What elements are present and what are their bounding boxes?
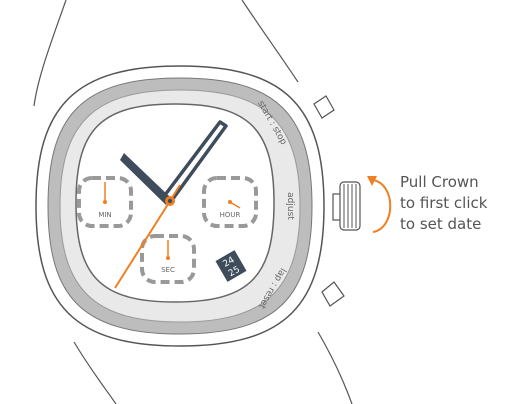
bottom-pusher bbox=[321, 281, 345, 307]
min-subdial-label: MIN bbox=[98, 211, 111, 219]
instruction-line-2: to first click bbox=[400, 194, 488, 212]
second-hand bbox=[114, 200, 171, 289]
watch-dial bbox=[75, 103, 275, 303]
date-window-bottom-number: 25 bbox=[227, 265, 242, 279]
hour-hand bbox=[120, 153, 170, 205]
instruction-line-3: to set date bbox=[400, 215, 482, 233]
center-pin-cap bbox=[167, 198, 173, 204]
date-window: 24 25 bbox=[215, 250, 247, 282]
instruction-line-1: Pull Crown bbox=[400, 173, 479, 191]
crown-icon bbox=[332, 181, 361, 231]
hour-subdial: HOUR bbox=[202, 176, 258, 228]
strap-top-left-line bbox=[33, 0, 67, 107]
sec-subdial: SEC bbox=[140, 234, 196, 284]
pull-crown-instruction: Pull Crown to first click to set date bbox=[400, 172, 506, 235]
sec-subdial-label: SEC bbox=[161, 266, 175, 274]
top-pusher bbox=[313, 95, 335, 119]
hour-subdial-label: HOUR bbox=[220, 211, 241, 219]
strap-bottom-left-line bbox=[73, 341, 117, 404]
strap-bottom-right-line bbox=[317, 331, 353, 404]
pull-arrow-icon bbox=[367, 176, 392, 233]
bezel-adjust-label: adjust bbox=[285, 192, 295, 220]
strap-top-right-line bbox=[241, 0, 299, 83]
min-subdial: MIN bbox=[77, 176, 133, 228]
